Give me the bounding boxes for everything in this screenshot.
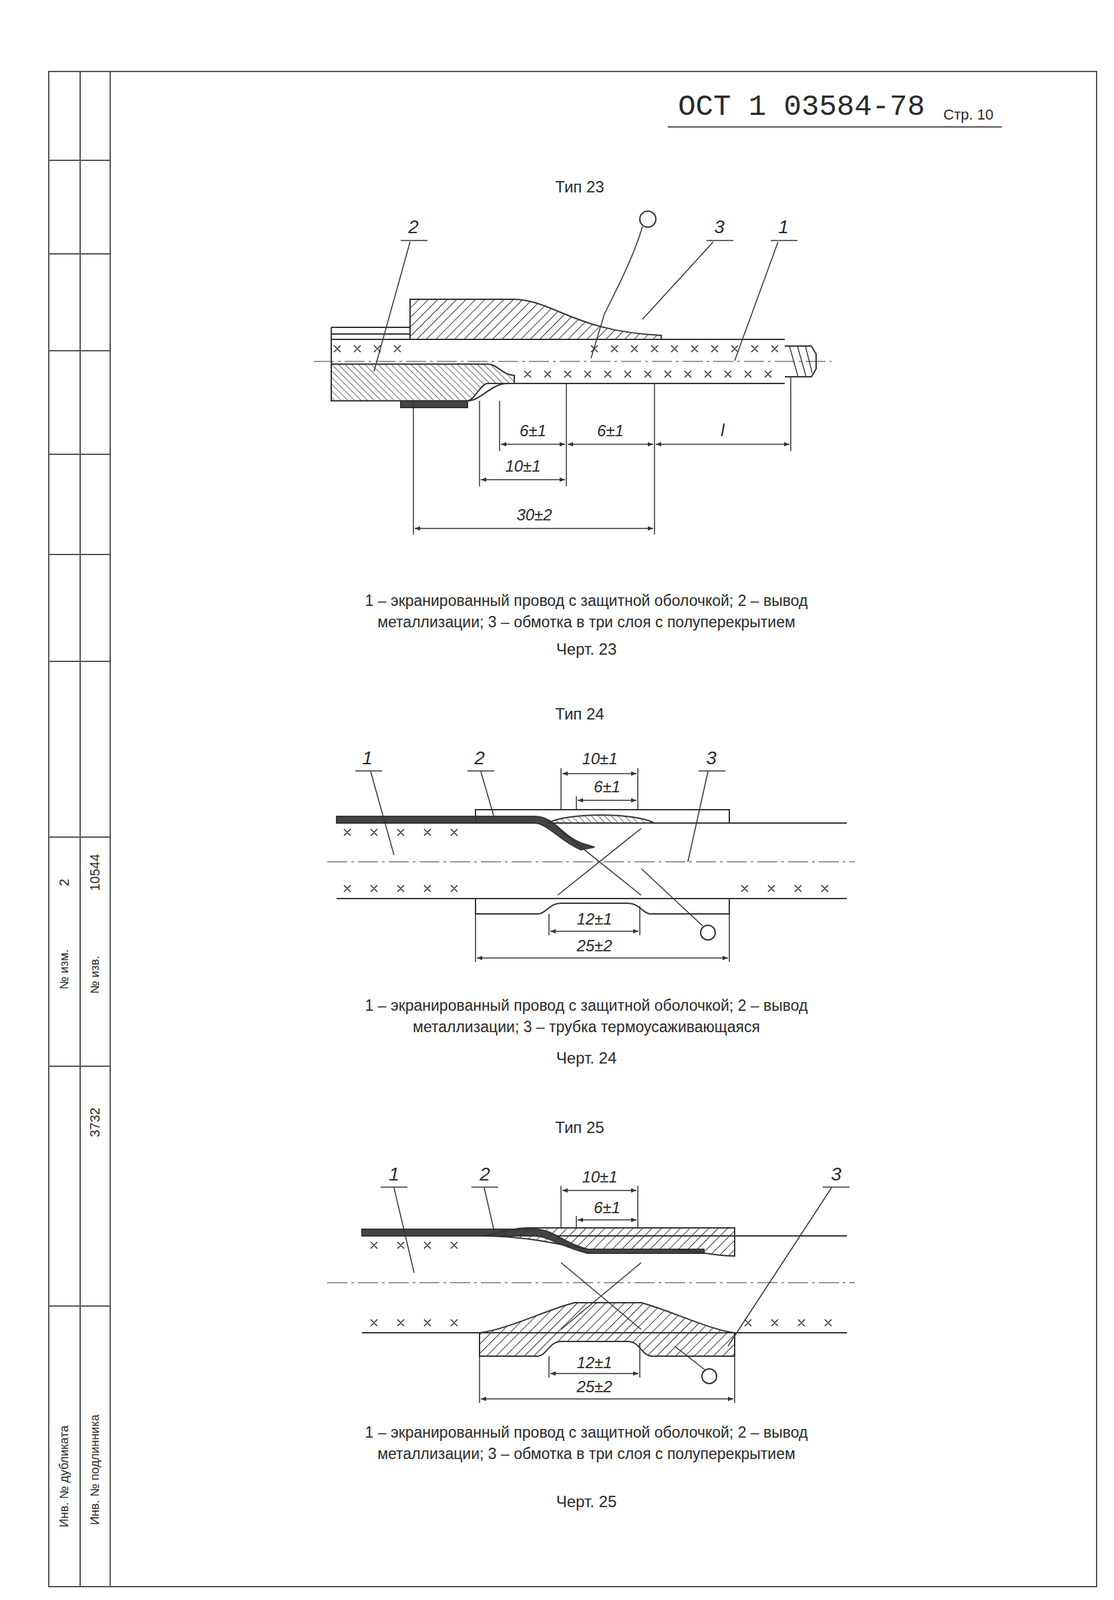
figure-legend: 1 – экранированный провод с защитной обо… [332,589,841,633]
type23-drawing [313,211,832,408]
callout-number: 2 [479,1163,491,1185]
type-heading: Тип 24 [554,704,604,724]
braid-marks [370,1241,458,1249]
dimension: 25±2 [576,936,612,956]
callout-number: 2 [408,216,419,238]
dimension: 25±2 [576,1377,612,1396]
figure-legend: 1 – экранированный провод с защитной обо… [332,994,841,1038]
page-number: Стр. 10 [943,106,994,123]
stamp-cell: 3732 [87,1107,103,1138]
callout-number: 3 [713,216,725,238]
braid-marks [370,1319,458,1326]
stamp-cell: № изм. [57,949,72,990]
callout-number: 2 [474,747,485,769]
dimension: 6±1 [519,421,547,441]
dimension: 10±1 [504,456,541,476]
figure-caption: Черт. 23 [556,639,618,659]
figure-caption: Черт. 25 [556,1492,618,1511]
callout-number: 3 [705,747,717,769]
type24-dimensions [475,768,730,962]
dimension: 30±2 [516,505,552,525]
type-heading: Тип 23 [554,177,604,197]
dimension: 12±1 [576,1353,612,1372]
dimension: 6±1 [597,421,624,441]
callout-number: 1 [361,747,373,769]
braid-marks [591,345,779,352]
braid-marks [343,884,458,892]
dimension: 6±1 [593,777,621,797]
figure-legend: 1 – экранированный провод с защитной обо… [332,1421,841,1464]
braid-marks [744,1319,832,1326]
stamp-cell: Инв. № дубликата [57,1425,72,1527]
figure-caption: Черт. 24 [556,1048,618,1068]
type25-drawing [327,1186,855,1384]
dimension: 12±1 [576,909,612,929]
stamp-cell: № изв. [88,955,103,994]
callout-number: 1 [778,216,789,238]
braid-marks [343,828,458,836]
stamp-cell: 2 [56,878,73,886]
type-heading: Тип 25 [554,1118,604,1137]
type23-dimensions [413,376,791,535]
braid-marks [741,884,829,892]
dimension: 10±1 [581,1167,618,1187]
braid-marks [524,370,772,378]
dimension: 10±1 [581,749,618,769]
dimension: 6±1 [593,1198,621,1217]
callout-number: 1 [388,1163,400,1185]
document-code: ОСТ 1 03584-78 [677,90,925,125]
callout-number: 3 [830,1163,842,1185]
type25-dimensions [479,1185,735,1403]
dimension: l [720,420,725,441]
type24-drawing [327,770,855,940]
braid-marks [333,345,401,352]
stamp-cell: 10544 [87,853,103,891]
sheet-frame [48,71,1097,1587]
stamp-cell: Инв. № подлинника [88,1413,103,1525]
